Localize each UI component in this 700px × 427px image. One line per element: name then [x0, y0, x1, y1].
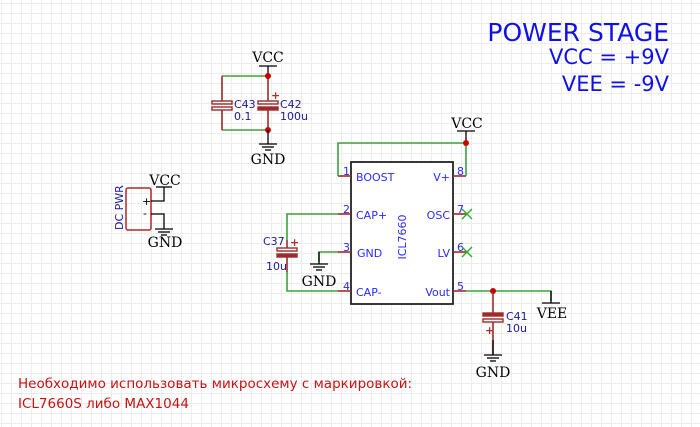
vcc-symbol-1: VCC: [251, 50, 284, 76]
capacitor-c42[interactable]: + C42 100u: [257, 76, 308, 130]
plate-neg: [257, 106, 279, 111]
title-block: POWER STAGE VCC = +9V VEE = -9V: [487, 18, 669, 96]
wire: [151, 187, 165, 202]
title-vee: VEE = -9V: [562, 72, 670, 96]
dc-power-connector[interactable]: DC PWR + - VCC GND: [113, 173, 182, 251]
vcc-symbol-2: VCC: [450, 116, 483, 143]
wire-cap-plus: [286, 213, 338, 240]
decoupling-caps[interactable]: VCC C43 0.1 + C42 100u: [211, 50, 308, 168]
title-vcc: VCC = +9V: [549, 45, 670, 69]
pin-2-num: 2: [343, 203, 350, 216]
c41-value: 10u: [506, 322, 527, 335]
c41-polarity: +: [485, 324, 494, 337]
no-connect-icon: [461, 208, 473, 220]
ic-icl7660[interactable]: ICL7660 1 BOOST 2 CAP+ 3 GND 4 CAP- 8 V+…: [338, 161, 473, 305]
pin-4-num: 4: [343, 280, 350, 293]
plate-neg: [276, 253, 298, 258]
pin-8-num: 8: [457, 165, 464, 178]
plate: [211, 100, 233, 105]
c42-ref: C42: [280, 98, 302, 111]
c43-ref: C43: [234, 98, 256, 111]
pin-4-name: CAP-: [356, 286, 382, 299]
junction-dot: [265, 73, 271, 79]
no-connect-icon: [461, 246, 473, 258]
c37-polarity: +: [290, 236, 299, 249]
pin-6-name: LV: [438, 247, 451, 260]
vee-symbol: VEE: [536, 291, 568, 322]
plate: [211, 106, 233, 111]
wire: [151, 213, 165, 229]
gnd-label: GND: [251, 152, 286, 168]
dc-pwr-ref: DC PWR: [113, 185, 126, 230]
capacitor-c43[interactable]: C43 0.1: [211, 76, 256, 130]
plate-neg: [482, 312, 504, 317]
vcc-label: VCC: [148, 173, 181, 189]
gnd-label: GND: [302, 274, 337, 290]
wire-cap-minus: [286, 272, 338, 292]
vcc-label: VCC: [450, 116, 483, 132]
wire-gnd: [318, 251, 338, 262]
note-line-1: Необходимо использовать микросхему с мар…: [18, 376, 412, 392]
ic-part-label: ICL7660: [396, 214, 409, 259]
c37-value: 10u: [266, 260, 287, 273]
gnd-symbol-1: GND: [251, 130, 286, 168]
pin-7-name: OSC: [427, 209, 451, 222]
pin-6-num: 6: [457, 241, 464, 254]
gnd-symbol-3: GND: [476, 340, 511, 381]
pin-8-name: V+: [433, 171, 450, 184]
c43-value: 0.1: [234, 110, 252, 123]
pin-7-num: 7: [457, 203, 464, 216]
pin-1-name: BOOST: [356, 171, 395, 184]
capacitor-c41[interactable]: + C41 10u: [482, 291, 528, 354]
c37-ref: C37: [263, 235, 285, 248]
pin-3-num: 3: [343, 241, 350, 254]
pin-5-num: 5: [457, 280, 464, 293]
gnd-label: GND: [148, 235, 183, 251]
c41-ref: C41: [506, 310, 528, 323]
gnd-symbol-2: GND: [302, 252, 337, 290]
pin-5-name: Vout: [425, 286, 450, 299]
wire-boost-vplus: [337, 142, 467, 176]
title-heading: POWER STAGE: [487, 18, 669, 47]
junction-dot: [463, 140, 469, 146]
plate: [276, 247, 298, 252]
pin-3-name: GND: [357, 247, 382, 260]
ic-body: [350, 161, 454, 305]
wire-vout: [466, 290, 552, 301]
pin-1-num: 1: [343, 165, 350, 178]
note-block: Необходимо использовать микросхему с мар…: [18, 376, 412, 412]
plate: [257, 100, 279, 105]
note-line-2: ICL7660S либо MAX1044: [18, 396, 189, 412]
plate: [482, 318, 504, 323]
c42-value: 100u: [280, 110, 308, 123]
connector-body: [125, 187, 152, 231]
vcc-label: VCC: [251, 50, 284, 66]
gnd-label: GND: [476, 365, 511, 381]
pin-plus-label: +: [142, 195, 151, 208]
capacitor-c37[interactable]: + C37 10u: [263, 235, 299, 273]
vee-label: VEE: [536, 306, 568, 322]
c42-polarity: +: [271, 89, 280, 102]
pin-minus-label: -: [143, 207, 147, 220]
pin-2-name: CAP+: [356, 209, 387, 222]
